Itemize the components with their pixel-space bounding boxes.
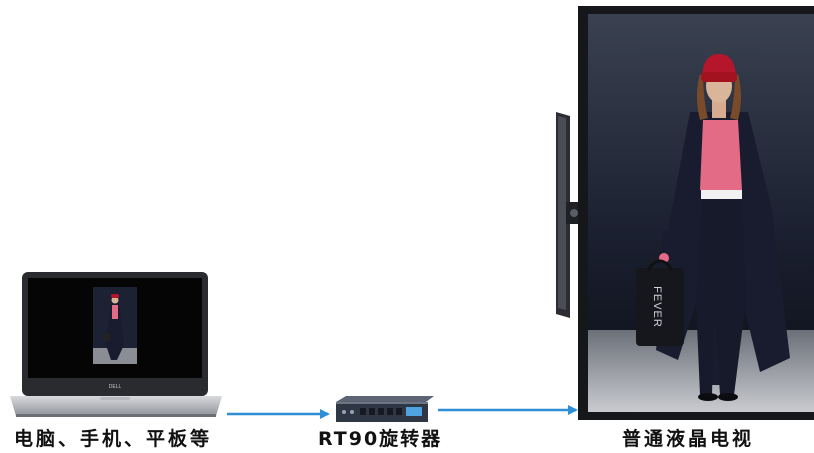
laptop-label: 电脑、手机、平板等 [14, 428, 213, 450]
tv-screen-photo: FEVER [636, 54, 790, 401]
rotator-label: RT90旋转器 [318, 428, 443, 450]
laptop-base [10, 396, 222, 416]
laptop: DELL [10, 272, 222, 417]
bag-label: FEVER [651, 286, 663, 328]
tv: FEVER [578, 6, 814, 420]
wall-mount [556, 112, 582, 318]
fever-bag [636, 268, 684, 346]
laptop-screen-photo [93, 287, 137, 364]
tv-label: 普通液晶电视 [622, 428, 755, 450]
rotator-device [336, 396, 434, 422]
laptop-brand-logo: DELL [109, 384, 122, 390]
